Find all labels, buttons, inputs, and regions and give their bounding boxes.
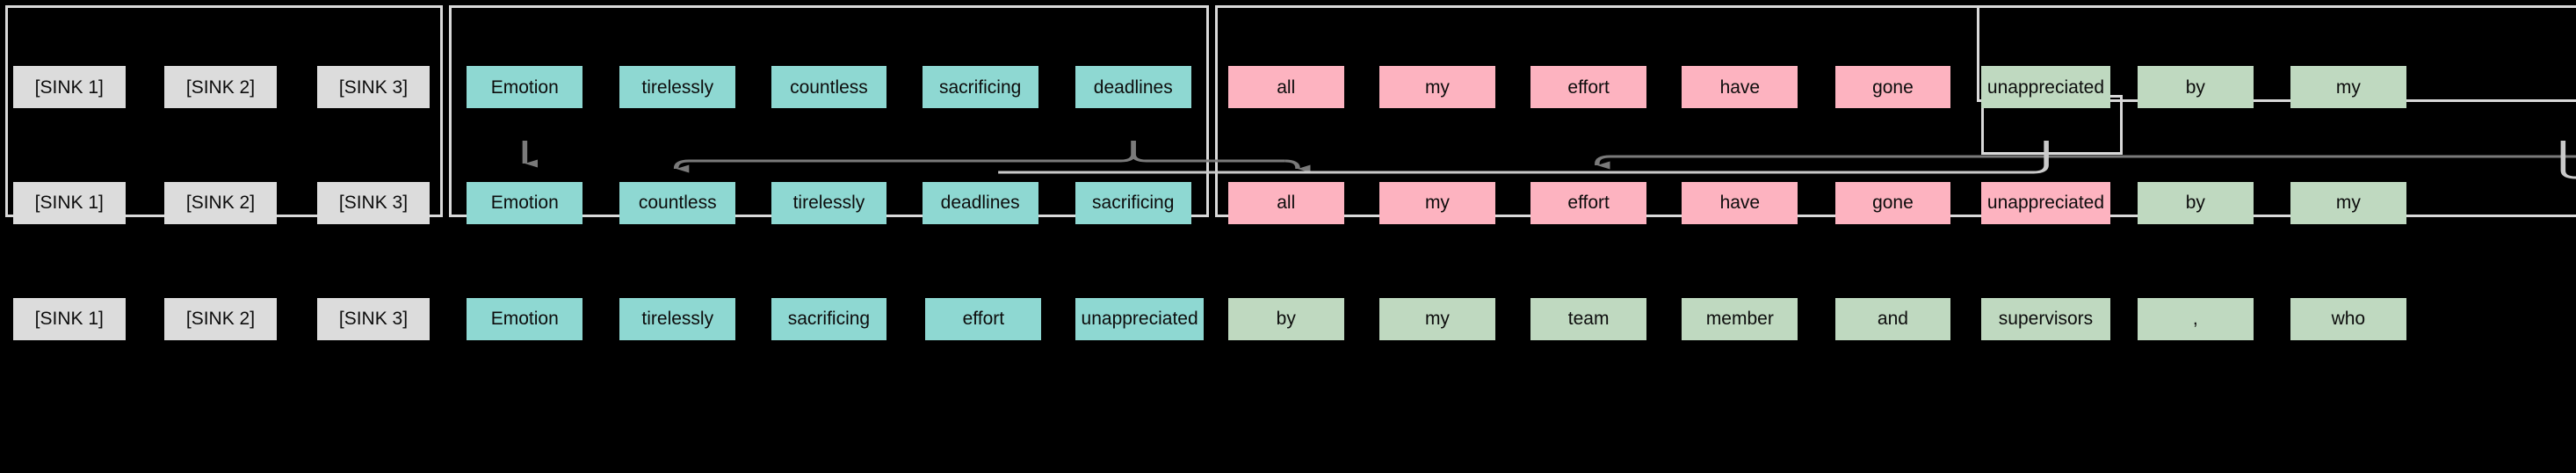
token-box[interactable]: deadlines xyxy=(1075,66,1191,109)
token-box[interactable]: team xyxy=(1530,297,1647,340)
token-box[interactable]: sacrificing xyxy=(922,66,1038,109)
token-box[interactable]: [SINK 1] xyxy=(12,297,126,340)
token-box[interactable]: gone xyxy=(1834,182,1951,224)
token-box[interactable]: countless xyxy=(771,66,887,109)
token-box[interactable]: who xyxy=(2290,297,2406,340)
token-box[interactable]: by xyxy=(2137,66,2254,109)
token-box[interactable]: have xyxy=(1682,66,1798,109)
token-box[interactable]: all xyxy=(1227,182,1344,224)
token-box[interactable]: and xyxy=(1834,297,1951,340)
token-box[interactable]: my xyxy=(2290,182,2406,224)
token-box[interactable]: [SINK 3] xyxy=(316,182,431,224)
token-box[interactable]: tirelessly xyxy=(619,66,736,109)
token-box[interactable]: unappreciated xyxy=(1981,182,2110,224)
token-box[interactable]: [SINK 1] xyxy=(12,182,126,224)
token-box[interactable]: tirelessly xyxy=(771,182,887,224)
token-box[interactable]: effort xyxy=(1530,182,1647,224)
panel-overlay xyxy=(1976,5,2576,102)
token-box[interactable]: my xyxy=(2290,66,2406,109)
token-box[interactable]: sacrificing xyxy=(1075,182,1191,224)
token-box[interactable]: gone xyxy=(1834,66,1951,109)
token-box[interactable]: Emotion xyxy=(467,297,583,340)
token-box[interactable]: [SINK 3] xyxy=(316,297,431,340)
token-box[interactable]: my xyxy=(1379,66,1495,109)
token-box[interactable]: [SINK 2] xyxy=(163,297,278,340)
token-box[interactable]: Emotion xyxy=(467,182,583,224)
token-box[interactable]: by xyxy=(1227,297,1344,340)
token-box[interactable]: unappreciated xyxy=(1981,66,2110,109)
token-box[interactable]: all xyxy=(1227,66,1344,109)
token-box[interactable]: , xyxy=(2137,297,2254,340)
token-box[interactable]: supervisors xyxy=(1981,297,2110,340)
token-box[interactable]: [SINK 2] xyxy=(163,182,278,224)
token-box[interactable]: have xyxy=(1682,182,1798,224)
token-box[interactable]: sacrificing xyxy=(771,297,887,340)
token-box[interactable]: [SINK 3] xyxy=(316,66,431,109)
token-box[interactable]: deadlines xyxy=(922,182,1038,224)
token-box[interactable]: by xyxy=(2137,182,2254,224)
token-box[interactable]: my xyxy=(1379,297,1495,340)
token-box[interactable]: my xyxy=(1379,182,1495,224)
token-box[interactable]: countless xyxy=(619,182,736,224)
token-box[interactable]: Emotion xyxy=(467,66,583,109)
token-box[interactable]: [SINK 2] xyxy=(163,66,278,109)
token-box[interactable]: [SINK 1] xyxy=(12,66,126,109)
token-box[interactable]: tirelessly xyxy=(619,297,736,340)
token-box[interactable]: effort xyxy=(1530,66,1647,109)
token-box[interactable]: member xyxy=(1682,297,1798,340)
token-box[interactable]: unappreciated xyxy=(1075,297,1205,340)
token-box[interactable]: effort xyxy=(925,297,1042,340)
